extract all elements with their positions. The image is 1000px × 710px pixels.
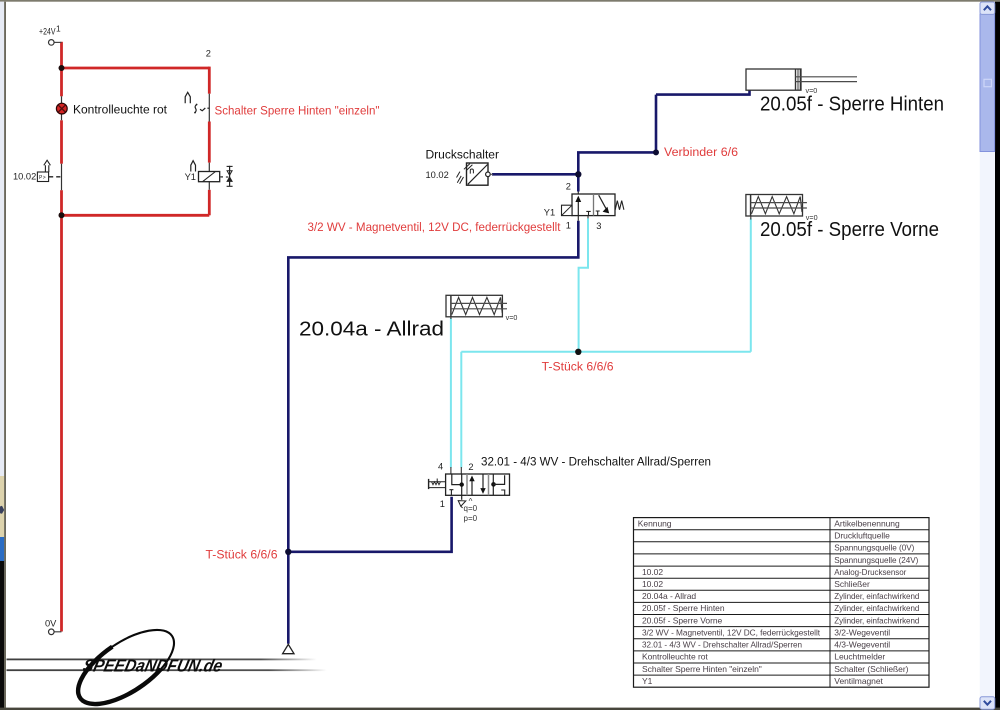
svg-text:3/2 WV - Magnetventil, 12V DC,: 3/2 WV - Magnetventil, 12V DC, federrück… [642, 627, 821, 637]
svg-text:Zylinder, einfachwirkend: Zylinder, einfachwirkend [834, 615, 919, 625]
svg-text:Artikelbenennung: Artikelbenennung [834, 518, 900, 528]
svg-text:3/2-Wegeventil: 3/2-Wegeventil [834, 627, 890, 637]
svg-text:2: 2 [206, 49, 211, 59]
svg-text:10.02: 10.02 [642, 567, 663, 577]
svg-text:Kontrolleuchte rot: Kontrolleuchte rot [73, 102, 168, 116]
svg-text:20.05f - Sperre Vorne: 20.05f - Sperre Vorne [760, 218, 939, 241]
svg-text:Y1: Y1 [185, 172, 196, 182]
svg-text:2: 2 [468, 462, 473, 472]
svg-text:10.02: 10.02 [13, 172, 36, 182]
svg-text:Schalter Sperre Hinten "einzel: Schalter Sperre Hinten "einzeln" [215, 103, 380, 117]
svg-text:10.02: 10.02 [642, 579, 663, 589]
svg-text:Zylinder, einfachwirkend: Zylinder, einfachwirkend [834, 591, 919, 601]
svg-text:Zylinder, einfachwirkend: Zylinder, einfachwirkend [834, 603, 919, 613]
svg-text:v=0: v=0 [506, 313, 518, 322]
svg-text:32.01 - 4/3 WV - Drehschalter: 32.01 - 4/3 WV - Drehschalter Allrad/Spe… [642, 640, 802, 650]
svg-text:>: > [43, 175, 46, 181]
svg-text:3: 3 [596, 221, 601, 231]
svg-text:20.05f - Sperre Hinten: 20.05f - Sperre Hinten [642, 603, 725, 613]
svg-text:1: 1 [56, 23, 61, 33]
svg-text:Analog-Drucksensor: Analog-Drucksensor [834, 567, 906, 577]
svg-text:2: 2 [566, 182, 571, 192]
svg-text:Leuchtmelder: Leuchtmelder [834, 652, 885, 662]
svg-text:Schalter Sperre Hinten "einzel: Schalter Sperre Hinten "einzeln" [642, 664, 762, 674]
svg-text:Spannungsquelle (0V): Spannungsquelle (0V) [834, 543, 914, 553]
svg-text:Kennung: Kennung [638, 518, 672, 528]
svg-text:p=0: p=0 [464, 514, 478, 523]
svg-text:0V: 0V [45, 619, 57, 629]
svg-text:+24V: +24V [39, 26, 56, 36]
svg-text:Y1: Y1 [544, 207, 555, 217]
svg-text:20.04a - Allrad: 20.04a - Allrad [642, 591, 696, 601]
svg-text:4: 4 [438, 462, 443, 472]
svg-text:Verbinder 6/6: Verbinder 6/6 [664, 145, 738, 159]
svg-text:v=0: v=0 [806, 86, 818, 95]
svg-text:Kontrolleuchte rot: Kontrolleuchte rot [642, 652, 708, 662]
svg-text:1: 1 [566, 221, 571, 231]
svg-text:1: 1 [440, 499, 445, 509]
svg-text:20.04a - Allrad: 20.04a - Allrad [299, 318, 444, 341]
svg-text:10.02: 10.02 [426, 170, 449, 180]
svg-text:20.05f - Sperre Hinten: 20.05f - Sperre Hinten [760, 93, 944, 116]
svg-text:v=0: v=0 [806, 213, 818, 222]
svg-text:Druckschalter: Druckschalter [426, 147, 500, 161]
svg-text:q=0: q=0 [464, 504, 478, 513]
svg-text:T-Stück 6/6/6: T-Stück 6/6/6 [542, 360, 614, 374]
svg-text:20.05f - Sperre Vorne: 20.05f - Sperre Vorne [642, 615, 723, 625]
svg-text:32.01 - 4/3 WV - Drehschalter: 32.01 - 4/3 WV - Drehschalter Allrad/Spe… [481, 454, 711, 468]
svg-text:Schalter (Schließer): Schalter (Schließer) [834, 664, 908, 674]
svg-text:Spannungsquelle (24V): Spannungsquelle (24V) [834, 555, 918, 565]
svg-text:3/2 WV - Magnetventil, 12V DC,: 3/2 WV - Magnetventil, 12V DC, federrück… [308, 220, 562, 234]
svg-text:Druckluftquelle: Druckluftquelle [834, 531, 890, 541]
svg-text:SPEEDaNDFUN.de: SPEEDaNDFUN.de [81, 656, 225, 676]
svg-text:T-Stück 6/6/6: T-Stück 6/6/6 [206, 548, 278, 562]
svg-text:Ventilmagnet: Ventilmagnet [834, 676, 883, 686]
svg-text:Y1: Y1 [642, 676, 653, 686]
svg-text:Schließer: Schließer [834, 579, 870, 589]
svg-text:4/3-Wegeventil: 4/3-Wegeventil [834, 640, 890, 650]
svg-text:P: P [39, 175, 43, 181]
svg-text:^: ^ [469, 497, 473, 506]
